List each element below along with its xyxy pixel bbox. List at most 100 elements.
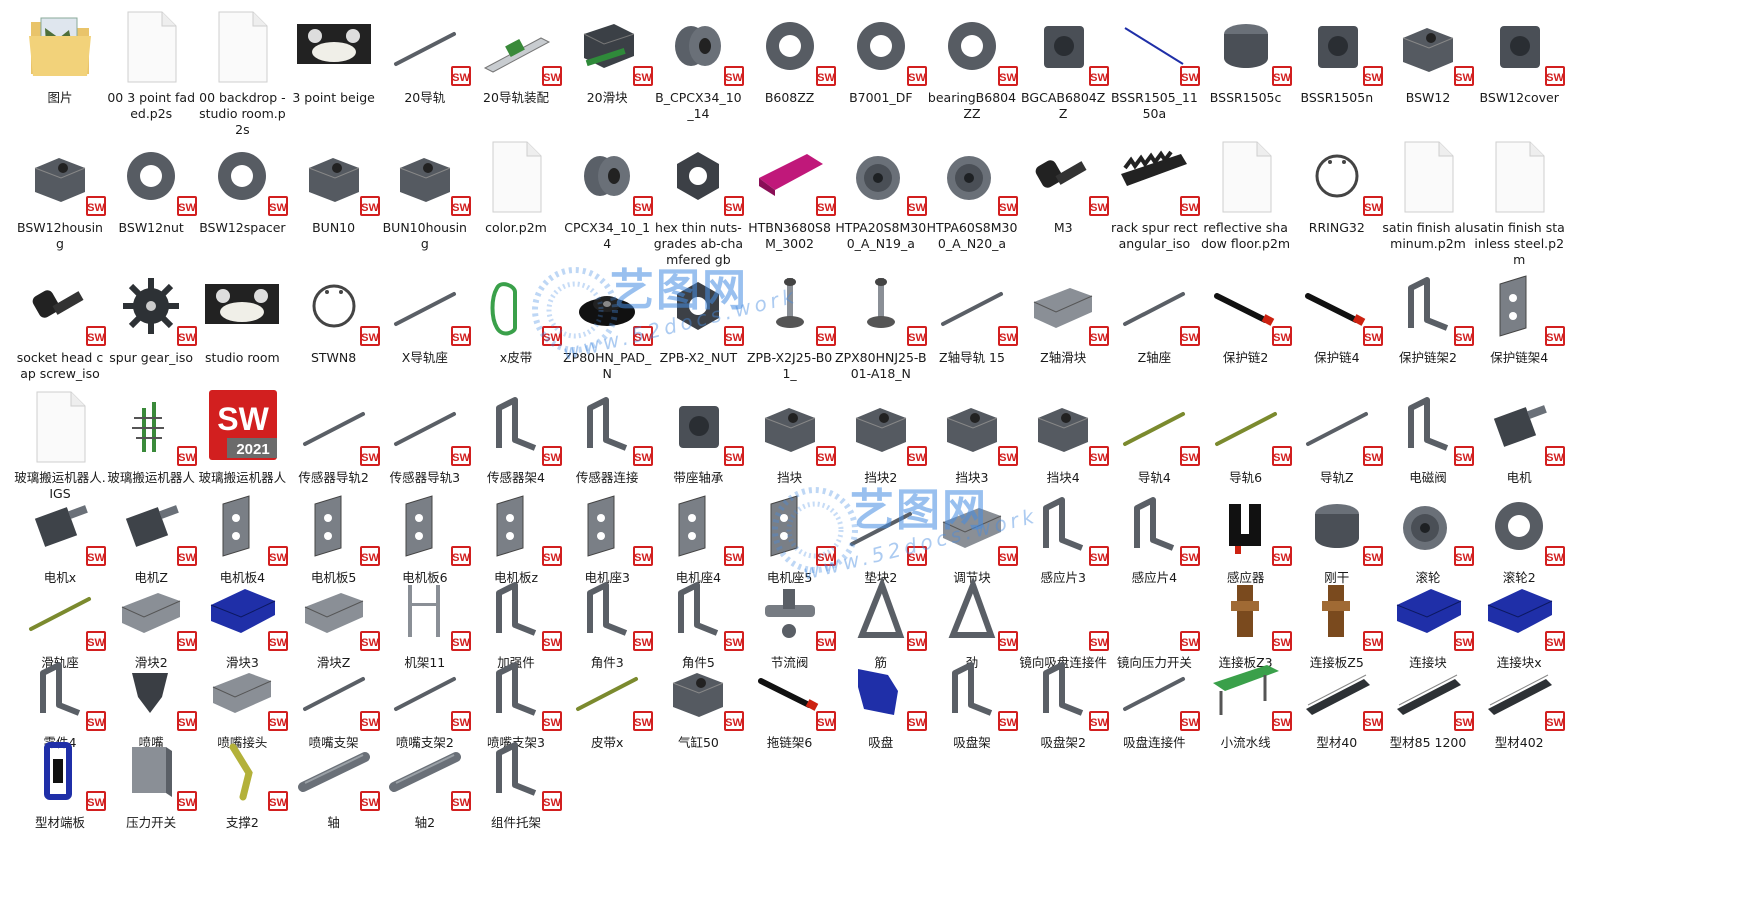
svg-text:SW: SW: [361, 717, 379, 729]
svg-text:SW: SW: [361, 202, 379, 214]
file-thumbnail-icon: [1115, 388, 1193, 464]
svg-text:SW: SW: [908, 332, 926, 344]
solidworks-badge-icon: SW: [906, 66, 927, 86]
svg-text:SW: SW: [908, 452, 926, 464]
file-thumbnail-icon: [1207, 488, 1285, 564]
file-label: BSW12spacer: [199, 220, 286, 235]
svg-text:SW: SW: [543, 717, 561, 729]
file-label: 支撑2: [225, 815, 259, 830]
file-thumbnail-icon: [1480, 573, 1558, 649]
file-thumbnail-icon: [1389, 138, 1467, 214]
file-thumbnail-icon: [842, 388, 920, 464]
file-label: 轴2: [414, 815, 436, 830]
file-label: 玻璃搬运机器人.IGS: [14, 470, 106, 501]
solidworks-badge-icon: SW: [359, 446, 380, 466]
solidworks-badge-icon: SW: [906, 446, 927, 466]
file-label: 机架11: [404, 655, 446, 670]
file-thumbnail-icon: [295, 138, 373, 214]
file-thumbnail-icon: [842, 268, 920, 344]
solidworks-badge-icon: SW: [359, 711, 380, 731]
svg-text:SW: SW: [178, 332, 196, 344]
svg-text:SW: SW: [999, 717, 1017, 729]
file-thumbnail-icon: [933, 268, 1011, 344]
file-thumbnail-icon: [1480, 653, 1558, 729]
file-label: 20导轨: [404, 90, 446, 105]
svg-text:SW: SW: [543, 637, 561, 649]
svg-text:SW: SW: [1455, 552, 1473, 564]
solidworks-badge-icon: SW: [906, 546, 927, 566]
file-thumbnail-icon: [112, 268, 190, 344]
solidworks-badge-icon: SW: [998, 546, 1018, 566]
file-label: x皮带: [499, 350, 533, 365]
solidworks-badge-icon: SW: [1271, 546, 1292, 566]
solidworks-badge-icon: SW: [1454, 446, 1474, 466]
file-label: BUN10housing: [382, 220, 467, 251]
file-label: 角件3: [590, 655, 624, 670]
file-thumbnail-icon: [568, 138, 646, 214]
file-label: color.p2m: [485, 220, 547, 235]
file-label: 电机座4: [675, 570, 722, 585]
file-thumbnail-icon: [568, 388, 646, 464]
svg-text:SW: SW: [178, 452, 196, 464]
file-label: 滚轮: [1415, 570, 1441, 585]
svg-text:SW: SW: [1182, 637, 1200, 649]
svg-text:SW: SW: [452, 797, 470, 809]
file-thumbnail-icon: [295, 653, 373, 729]
file-thumbnail-icon: [1480, 268, 1558, 344]
file-thumbnail-icon: [295, 733, 373, 809]
file-label: 挡块3: [955, 470, 989, 485]
file-thumbnail-icon: [21, 268, 99, 344]
svg-text:SW: SW: [178, 202, 196, 214]
svg-text:SW: SW: [452, 637, 470, 649]
svg-text:SW: SW: [1364, 717, 1382, 729]
solidworks-badge-icon: SW: [633, 326, 654, 346]
svg-text:SW: SW: [999, 332, 1017, 344]
svg-text:SW: SW: [1364, 332, 1382, 344]
svg-text:SW: SW: [1546, 72, 1564, 84]
file-thumbnail-icon: [659, 573, 737, 649]
file-thumbnail-icon: [1298, 488, 1376, 564]
solidworks-badge-icon: SW: [1180, 326, 1201, 346]
solidworks-badge-icon: SW: [1362, 546, 1383, 566]
svg-text:SW: SW: [361, 332, 379, 344]
file-label: BGCAB6804ZZ: [1021, 90, 1106, 121]
solidworks-badge-icon: SW: [724, 631, 745, 651]
solidworks-badge-icon: SW: [268, 791, 289, 811]
file-thumbnail-icon: [386, 8, 464, 84]
file-label: 00 backdrop - studio room.p2s: [199, 90, 286, 137]
file-thumbnail-icon: [751, 8, 829, 84]
file-thumbnail-icon: [1480, 388, 1558, 464]
solidworks-badge-icon: SW: [1362, 326, 1383, 346]
svg-text:SW: SW: [1364, 452, 1382, 464]
file-thumbnail-icon: [112, 653, 190, 729]
solidworks-badge-icon: SW: [542, 631, 562, 651]
svg-text:SW: SW: [452, 202, 470, 214]
file-thumbnail-icon: [386, 138, 464, 214]
solidworks-badge-icon: SW: [1271, 66, 1292, 86]
file-thumbnail-icon: [1207, 388, 1285, 464]
solidworks-badge-icon: SW: [815, 631, 836, 651]
svg-text:SW: SW: [1364, 202, 1382, 214]
file-label: 感应器: [1226, 570, 1265, 585]
svg-text:SW: SW: [87, 332, 105, 344]
file-thumbnail-icon: [112, 733, 190, 809]
file-thumbnail-icon: [477, 388, 555, 464]
file-label: 感应片3: [1040, 570, 1086, 585]
svg-text:SW: SW: [270, 202, 288, 214]
file-label: BSW12housing: [17, 220, 103, 251]
solidworks-badge-icon: SW: [268, 631, 289, 651]
file-label: 电机板z: [493, 570, 539, 585]
file-label: 3 point beige: [292, 90, 375, 105]
file-thumbnail-icon: [1298, 653, 1376, 729]
solidworks-badge-icon: SW: [359, 631, 380, 651]
solidworks-badge-icon: SW: [1089, 711, 1110, 731]
file-label: X导轨座: [401, 350, 448, 365]
svg-text:SW: SW: [817, 637, 835, 649]
solidworks-badge-icon: SW: [998, 446, 1018, 466]
file-thumbnail-icon: [1389, 388, 1467, 464]
svg-text:SW: SW: [908, 552, 926, 564]
svg-text:SW: SW: [726, 332, 744, 344]
solidworks-badge-icon: SW: [815, 66, 836, 86]
solidworks-badge-icon: SW: [1362, 711, 1383, 731]
file-thumbnail-icon: [1389, 488, 1467, 564]
